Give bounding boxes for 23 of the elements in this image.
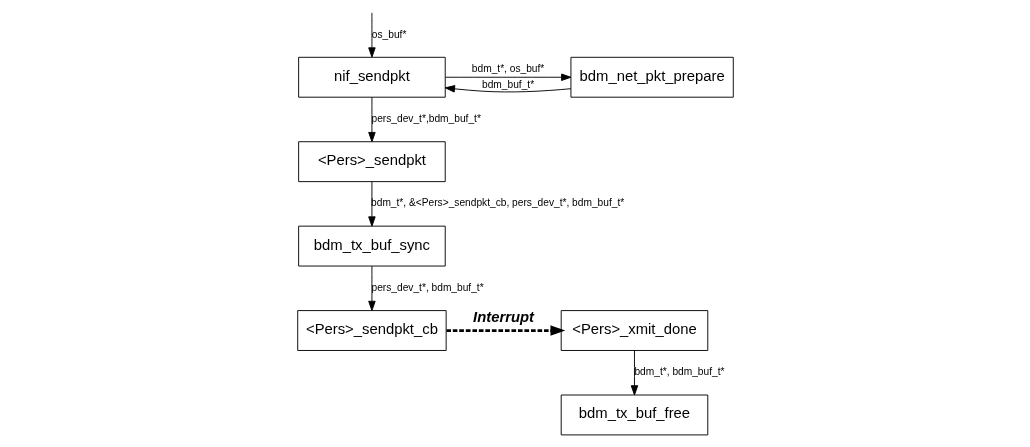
arrow <box>367 12 376 58</box>
edge-label: os_buf* <box>371 28 406 40</box>
arrow <box>630 350 638 396</box>
node-box: <Pers>_xmit_done <box>560 310 708 351</box>
node-box: <Pers>_sendpkt_cb <box>296 310 447 351</box>
arrow <box>445 325 565 336</box>
edge-label: bdm_t*, bdm_buf_t* <box>633 366 724 378</box>
edge-label: bdm_t*, &<Pers>_sendpkt_cb, pers_dev_t*, bdm_buf_t* <box>370 197 624 209</box>
arrow <box>367 181 376 227</box>
node-box: bdm_net_pkt_prepare <box>569 56 734 98</box>
edge-label: bdm_t*, os_buf* <box>471 62 544 74</box>
node-box: bdm_tx_buf_sync <box>297 225 446 267</box>
node-box: <Pers>_sendpkt <box>297 141 446 183</box>
arrow <box>444 85 571 93</box>
arrow <box>367 96 376 143</box>
edge-label: pers_dev_t*, bdm_buf_t* <box>371 281 484 293</box>
arrow <box>444 73 571 81</box>
node-box: nif_sendpkt <box>297 56 446 98</box>
arrow <box>367 265 376 311</box>
edge-label: bdm_buf_t* <box>481 79 534 91</box>
node-box: bdm_tx_buf_free <box>560 394 708 436</box>
edge-label: pers_dev_t*,bdm_buf_t* <box>371 113 481 125</box>
edge-label: Interrupt <box>472 308 534 325</box>
